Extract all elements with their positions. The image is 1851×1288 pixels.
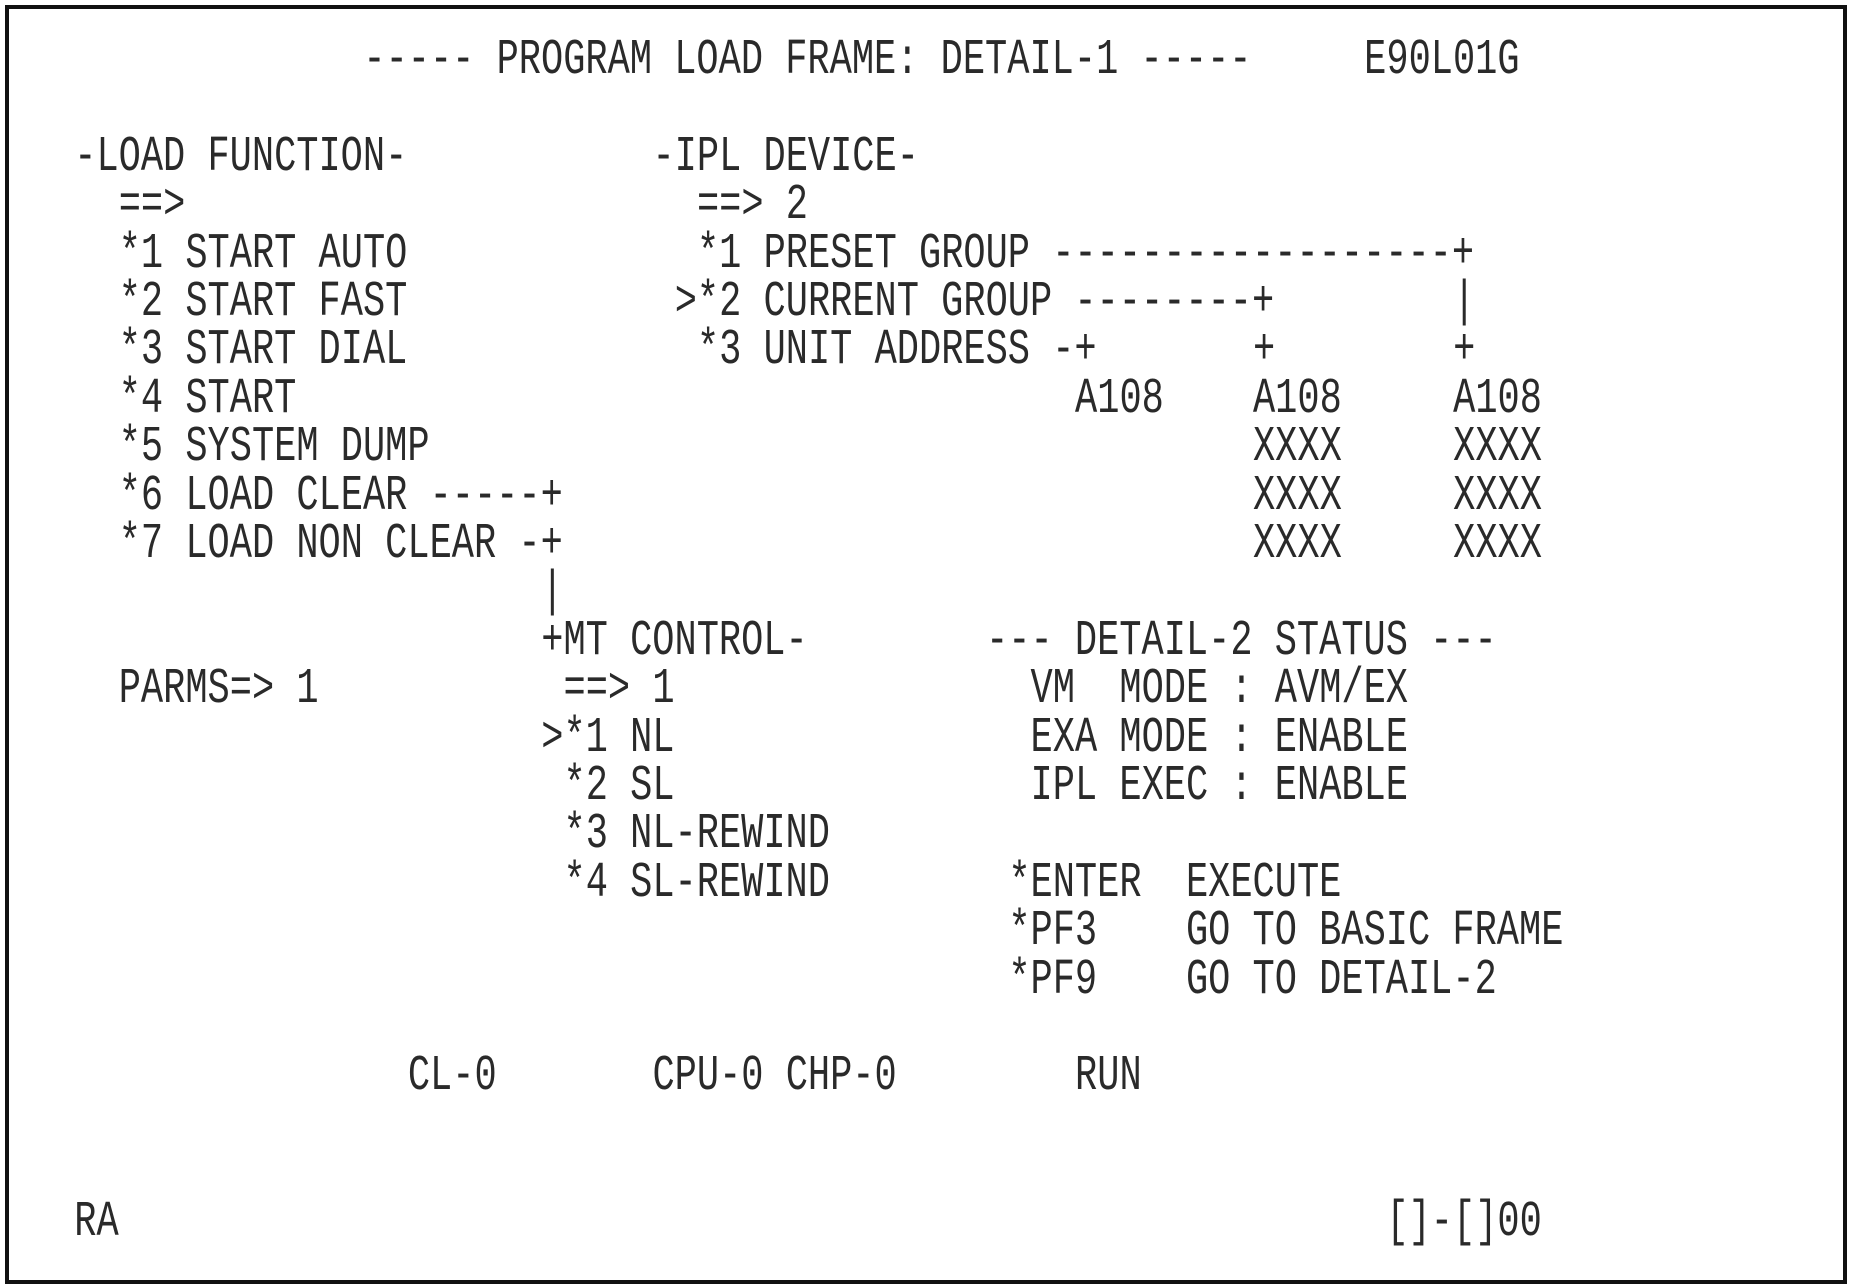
load-function-heading: -LOAD FUNCTION- [74, 129, 408, 187]
run-status: RUN [1075, 1049, 1142, 1106]
ipl-device-input[interactable]: ==> 2 [696, 177, 808, 235]
mt-control-input[interactable]: ==> 1 [563, 661, 675, 719]
load-option-start-auto[interactable]: *1 START AUTO [118, 226, 408, 283]
connector-line: | [1453, 274, 1476, 332]
mt-option-nl[interactable]: >*1 NL [541, 710, 675, 767]
preset-group-address: XXXX [1453, 419, 1542, 477]
load-option-system-dump[interactable]: *5 SYSTEM DUMP [118, 419, 430, 477]
preset-group-address: XXXX [1453, 516, 1542, 574]
status-line-left: RA [74, 1194, 119, 1251]
status-exa-mode: EXA MODE : ENABLE [1030, 710, 1409, 767]
key-pf9-detail-2[interactable]: *PF9 GO TO DETAIL-2 [1008, 952, 1497, 1009]
mt-option-nl-rewind[interactable]: *3 NL-REWIND [563, 807, 830, 864]
key-pf3-basic-frame[interactable]: *PF3 GO TO BASIC FRAME [1008, 903, 1564, 961]
status-vm-mode: VM MODE : AVM/EX [1030, 661, 1409, 719]
current-group-address: XXXX [1252, 516, 1342, 574]
mt-control-heading: +MT CONTROL- [541, 613, 808, 671]
preset-group-address: XXXX [1453, 468, 1542, 525]
mt-option-sl-rewind[interactable]: *4 SL-REWIND [563, 855, 830, 913]
cpu-chp-status: CPU-0 CHP-0 [652, 1049, 897, 1106]
load-option-start[interactable]: *4 START [118, 371, 297, 429]
current-group-address: XXXX [1252, 419, 1342, 477]
load-option-load-non-clear[interactable]: *7 LOAD NON CLEAR -+ [118, 516, 563, 574]
status-line-right: []-[]00 [1386, 1194, 1542, 1251]
load-option-load-clear[interactable]: *6 LOAD CLEAR -----+ [118, 468, 563, 525]
unit-address-value: A108 [1075, 371, 1164, 429]
ipl-option-current-group[interactable]: >*2 CURRENT GROUP --------+ [674, 274, 1275, 332]
terminal-screen [5, 5, 1847, 1284]
ipl-device-heading: -IPL DEVICE- [652, 129, 919, 187]
ipl-option-preset-group[interactable]: *1 PRESET GROUP ------------------+ [696, 226, 1475, 283]
key-enter-execute[interactable]: *ENTER EXECUTE [1008, 855, 1342, 913]
connector-plus: + [1453, 323, 1476, 380]
load-option-start-fast[interactable]: *2 START FAST [118, 274, 408, 332]
cluster-status: CL-0 [407, 1049, 497, 1106]
status-ipl-exec: IPL EXEC : ENABLE [1030, 758, 1409, 816]
status-heading: --- DETAIL-2 STATUS --- [986, 613, 1497, 671]
parms-input[interactable]: PARMS=> 1 [118, 661, 319, 719]
frame-id: E90L01G [1364, 32, 1520, 90]
load-option-start-dial[interactable]: *3 START DIAL [118, 323, 408, 380]
connector-plus: + [1252, 323, 1276, 380]
current-group-address: XXXX [1252, 468, 1342, 525]
connector-line: | [541, 565, 564, 622]
ipl-option-unit-address[interactable]: *3 UNIT ADDRESS -+ [696, 323, 1097, 380]
load-function-input[interactable]: ==> [118, 177, 186, 235]
current-group-address: A108 [1252, 371, 1342, 429]
mt-option-sl[interactable]: *2 SL [563, 758, 675, 816]
screen-title: ----- PROGRAM LOAD FRAME: DETAIL-1 ----- [363, 32, 1252, 90]
preset-group-address: A108 [1453, 371, 1542, 429]
